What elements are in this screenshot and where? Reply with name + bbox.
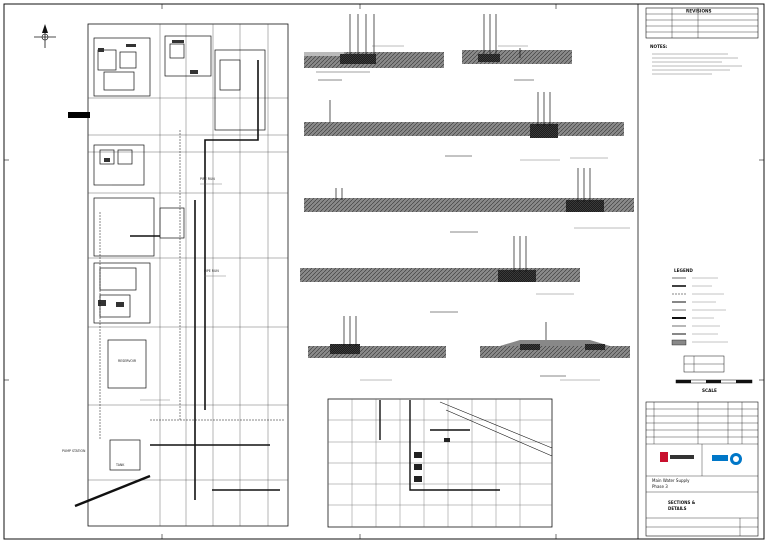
sections-group <box>300 14 634 381</box>
drawing-title: SECTIONS & <box>668 500 696 505</box>
project-title: Main Water Supply <box>652 478 690 483</box>
project-phase: Phase 3 <box>652 484 668 489</box>
section-e <box>300 236 580 313</box>
section-b <box>462 14 572 81</box>
svg-text:RESERVOIR: RESERVOIR <box>118 359 137 363</box>
section-f <box>308 316 446 358</box>
revision-table-title: REVISIONS <box>686 9 712 14</box>
svg-text:PIPE RUN: PIPE RUN <box>200 177 215 181</box>
scale-bar <box>675 379 753 384</box>
section-g <box>480 322 630 377</box>
location-inset <box>327 398 553 528</box>
north-arrow-icon <box>34 24 56 48</box>
svg-text:PUMP STATION: PUMP STATION <box>62 449 86 453</box>
site-plan: RESERVOIR PUMP STATION TANK PIPE RUN PIP… <box>62 23 289 527</box>
consultant-logo <box>712 453 742 465</box>
scale-heading: SCALE <box>702 388 717 393</box>
right-panel: REVISIONS NOTES: LEGEND <box>637 4 759 539</box>
sheet-border <box>3 3 765 540</box>
section-c <box>304 92 624 157</box>
section-d <box>304 168 634 233</box>
drawing-subtitle: DETAILS <box>668 506 687 511</box>
legend-heading: LEGEND <box>674 268 693 273</box>
svg-text:TANK: TANK <box>115 463 125 467</box>
section-a <box>304 14 444 81</box>
notes-heading: NOTES: <box>650 44 668 49</box>
client-logo <box>660 452 694 462</box>
svg-text:PIPE RUN: PIPE RUN <box>204 269 219 273</box>
